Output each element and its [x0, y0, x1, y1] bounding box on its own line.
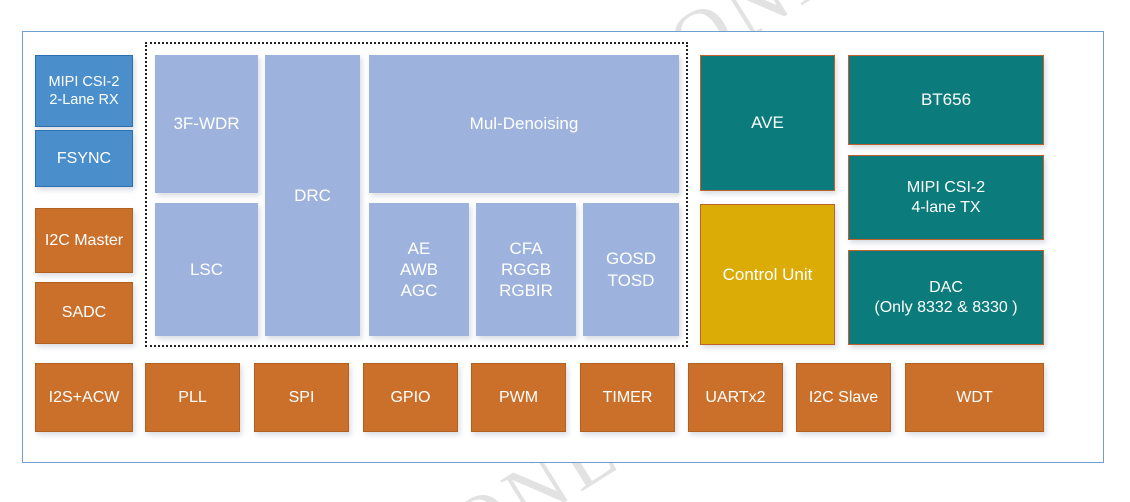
- block-label-line: BT656: [920, 90, 972, 110]
- block-gpio[interactable]: GPIO: [363, 363, 458, 432]
- block-label-line: CFA: [509, 238, 543, 258]
- block-label-line: DAC: [929, 278, 963, 296]
- block-label-line: (Only 8332 & 8330 ): [874, 298, 1018, 316]
- block-cfa-rggb-rgbir[interactable]: CFA RGGB RGBIR: [476, 203, 576, 336]
- block-mul-denoising[interactable]: Mul-Denoising: [369, 55, 679, 193]
- block-label-line: DRC: [294, 185, 331, 205]
- block-label-line: GOSD: [605, 249, 657, 269]
- block-label-line: SADC: [61, 304, 107, 321]
- block-label-line: MIPI CSI-2: [48, 73, 120, 90]
- block-label-line: I2C Master: [44, 231, 124, 249]
- block-label-line: I2C Slave: [808, 388, 879, 406]
- block-timer[interactable]: TIMER: [580, 363, 675, 432]
- block-label-line: FSYNC: [56, 149, 112, 167]
- block-label-line: PLL: [178, 388, 207, 406]
- block-3f-wdr[interactable]: 3F-WDR: [155, 55, 258, 193]
- block-uartx2[interactable]: UARTx2: [688, 363, 783, 432]
- block-label-line: 3F-WDR: [173, 114, 240, 134]
- block-label-line: PWM: [498, 388, 539, 406]
- block-label-line: MIPI CSI-2: [906, 178, 986, 196]
- block-label-line: Mul-Denoising: [469, 114, 579, 134]
- block-label-line: RGBIR: [499, 281, 553, 301]
- block-bt656[interactable]: BT656: [848, 55, 1044, 145]
- block-label-line: UARTx2: [705, 388, 766, 406]
- block-label-line: AVE: [751, 113, 784, 133]
- block-label-line: RGGB: [500, 259, 552, 279]
- block-label-line: GPIO: [390, 388, 431, 406]
- block-i2c-slave[interactable]: I2C Slave: [796, 363, 891, 432]
- block-ae-awb-agc[interactable]: AE AWB AGC: [369, 203, 469, 336]
- block-label-line: LSC: [189, 259, 224, 279]
- block-pwm[interactable]: PWM: [471, 363, 566, 432]
- block-wdt[interactable]: WDT: [905, 363, 1044, 432]
- block-gosd-tosd[interactable]: GOSD TOSD: [583, 203, 679, 336]
- block-fsync[interactable]: FSYNC: [35, 130, 133, 187]
- block-mipi-csi2-tx[interactable]: MIPI CSI-2 4-lane TX: [848, 155, 1044, 240]
- block-label-line: TOSD: [607, 270, 655, 290]
- block-sadc[interactable]: SADC: [35, 282, 133, 344]
- isp-pipeline-dotted-region: [145, 42, 688, 347]
- block-label-line: 4-lane TX: [911, 198, 981, 216]
- block-label-line: Control Unit: [722, 264, 813, 284]
- block-dac[interactable]: DAC (Only 8332 & 8330 ): [848, 250, 1044, 345]
- block-lsc[interactable]: LSC: [155, 203, 258, 336]
- block-label-line: WDT: [956, 388, 993, 406]
- block-spi[interactable]: SPI: [254, 363, 349, 432]
- block-label-line: AGC: [400, 281, 438, 301]
- block-control-unit[interactable]: Control Unit: [700, 204, 835, 345]
- block-i2c-master[interactable]: I2C Master: [35, 208, 133, 273]
- block-i2s-acw[interactable]: I2S+ACW: [35, 363, 133, 432]
- block-label-line: AE: [407, 238, 431, 258]
- block-label-line: SPI: [288, 388, 315, 406]
- block-mipi-csi2-rx[interactable]: MIPI CSI-2 2-Lane RX: [35, 55, 133, 127]
- block-label-line: TIMER: [602, 388, 653, 406]
- block-drc[interactable]: DRC: [265, 55, 360, 336]
- block-ave[interactable]: AVE: [700, 55, 835, 191]
- block-label-line: 2-Lane RX: [49, 92, 119, 108]
- block-label-line: I2S+ACW: [48, 388, 120, 406]
- block-pll[interactable]: PLL: [145, 363, 240, 432]
- block-label-line: AWB: [399, 259, 439, 279]
